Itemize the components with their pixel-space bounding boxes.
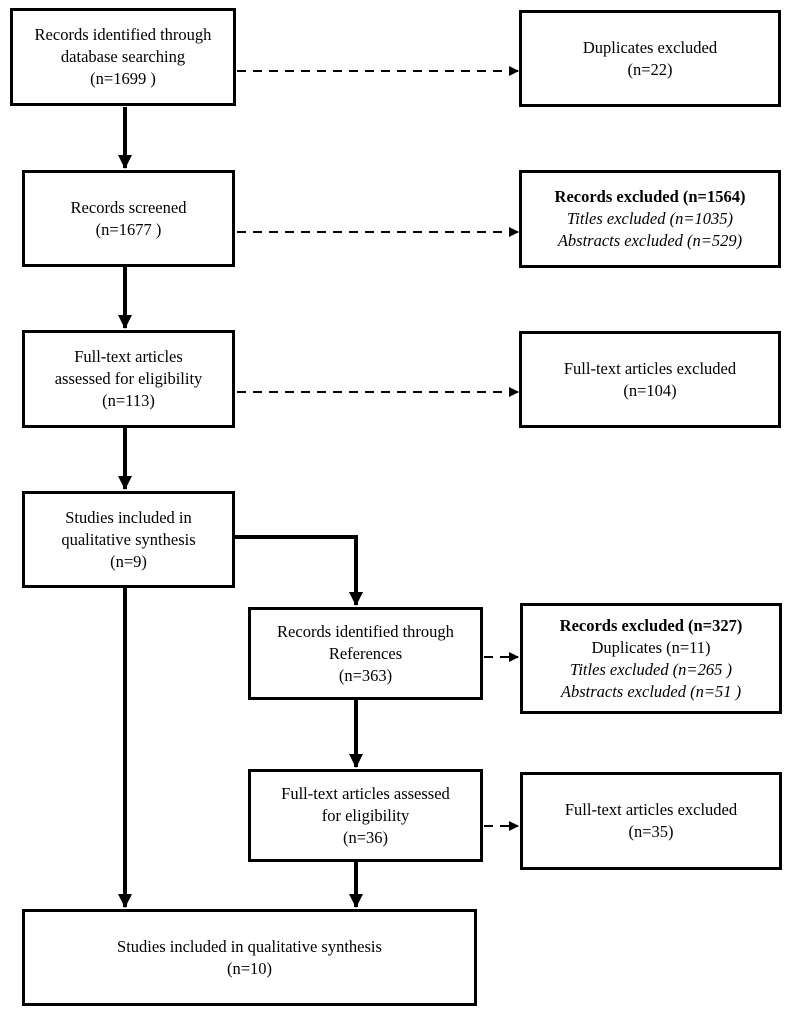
box-references-excluded-line-1: Titles excluded (n=265 ) — [570, 659, 732, 679]
box-records-excluded-line-2: Abstracts excluded (n=529) — [557, 231, 743, 250]
box-records-excluded-line-1: Titles excluded (n=1035) — [566, 209, 733, 228]
box-references-fulltext-assessed: Full-text articles assessed for eligibil… — [248, 769, 483, 862]
box-final-studies-included-line-2: (n=10) — [226, 958, 273, 978]
box-fulltext-assessed: Full-text articles assessed for eligibil… — [22, 330, 235, 428]
box-records-excluded-title: Records excluded (n=1564) — [554, 187, 746, 206]
box-records-identified-line-3: (n=1699 ) — [90, 69, 156, 88]
arrow-studies-to-references — [235, 535, 363, 606]
box-final-studies-included-line-1: Studies included in qualitative synthesi… — [117, 936, 382, 956]
box-references-fulltext-assessed-line-1: Full-text articles assessed — [281, 783, 450, 803]
box-duplicates-excluded-line-1: Duplicates excluded — [582, 37, 718, 57]
box-records-screened-line-2: (n=1677 ) — [95, 219, 162, 239]
box-fulltext-assessed-line-3: (n=113) — [102, 391, 155, 410]
box-records-screened: Records screened (n=1677 ) — [22, 170, 235, 267]
box-records-excluded: Records excluded (n=1564) Titles exclude… — [519, 170, 781, 268]
box-studies-included-line-1: Studies included in — [65, 507, 192, 527]
box-references-excluded-duplicates: Duplicates (n=11) — [591, 637, 711, 657]
box-final-studies-included: Studies included in qualitative synthesi… — [22, 909, 477, 1006]
box-references-excluded-line-2: Abstracts excluded (n=51 ) — [560, 681, 742, 701]
box-references-identified: Records identified through References (n… — [248, 607, 483, 700]
box-records-identified-line-2: database searching — [60, 47, 186, 66]
box-fulltext-excluded: Full-text articles excluded (n=104) — [519, 331, 781, 428]
box-references-fulltext-excluded-line-2: (n=35) — [628, 822, 674, 841]
box-references-excluded: Records excluded (n=327) Duplicates (n=1… — [520, 603, 782, 714]
box-fulltext-assessed-line-1: Full-text articles — [74, 347, 183, 366]
box-references-identified-line-2: References — [328, 643, 403, 663]
box-fulltext-excluded-line-2: (n=104) — [623, 380, 677, 400]
box-duplicates-excluded-line-2: (n=22) — [627, 59, 673, 79]
box-records-screened-line-1: Records screened — [70, 197, 187, 217]
box-records-identified-line-1: Records identified through — [34, 25, 212, 44]
box-studies-included-line-3: (n=9) — [110, 551, 147, 571]
box-fulltext-assessed-line-2: assessed for eligibility — [54, 369, 203, 388]
box-references-identified-line-3: (n=363) — [338, 665, 393, 685]
box-references-fulltext-excluded: Full-text articles excluded (n=35) — [520, 772, 782, 870]
box-references-excluded-title: Records excluded (n=327) — [559, 615, 743, 635]
box-studies-included: Studies included in qualitative synthesi… — [22, 491, 235, 588]
box-references-fulltext-assessed-line-2: for eligibility — [321, 805, 410, 825]
box-duplicates-excluded: Duplicates excluded (n=22) — [519, 10, 781, 107]
box-references-fulltext-assessed-line-3: (n=36) — [342, 827, 389, 847]
box-records-identified: Records identified through database sear… — [10, 8, 236, 106]
box-fulltext-excluded-line-1: Full-text articles excluded — [563, 358, 737, 378]
box-references-fulltext-excluded-line-1: Full-text articles excluded — [564, 800, 738, 819]
box-references-identified-line-1: Records identified through — [277, 621, 454, 641]
box-studies-included-line-2: qualitative synthesis — [61, 529, 196, 549]
